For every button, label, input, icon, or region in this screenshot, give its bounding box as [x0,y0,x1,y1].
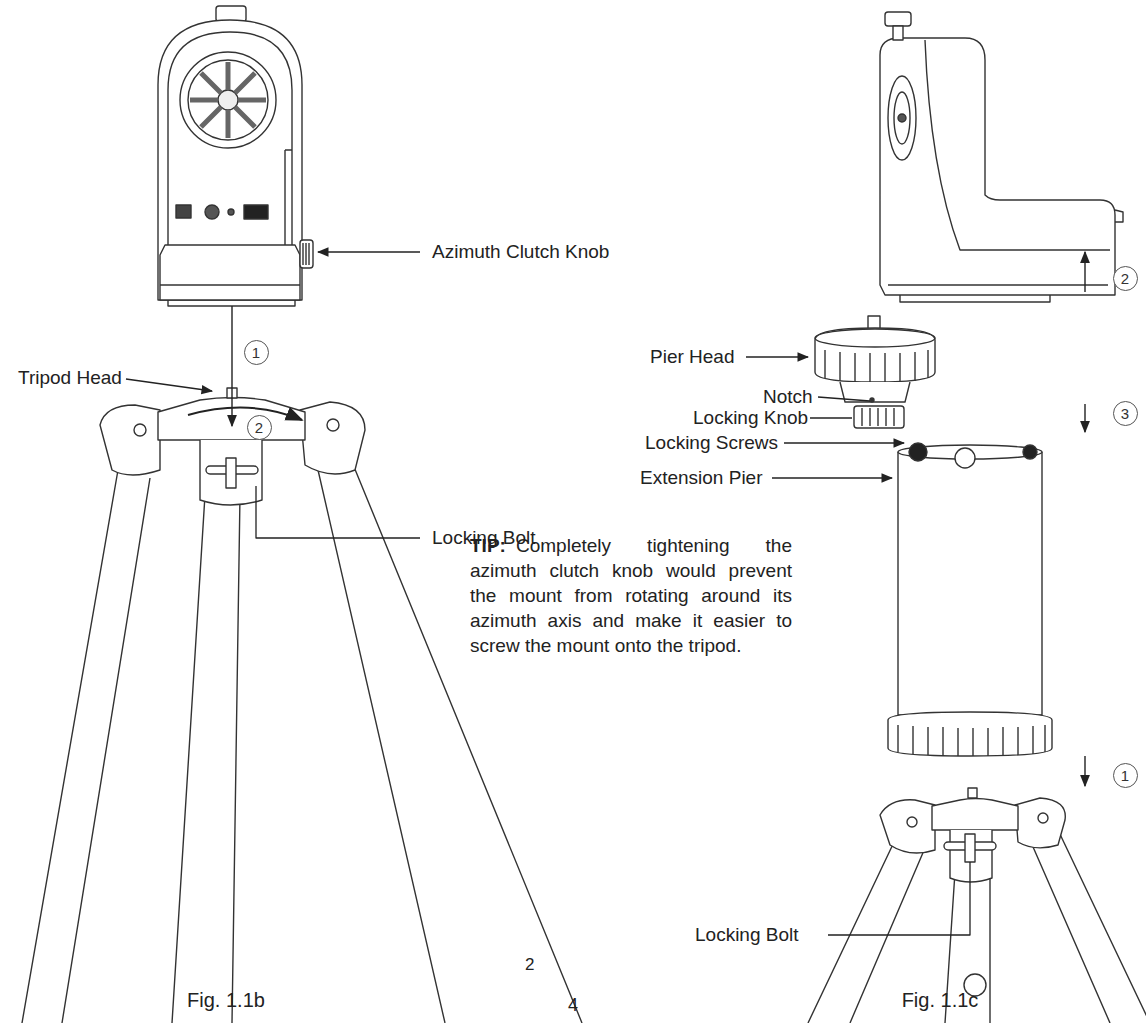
part-label: Locking Bolt [695,924,799,946]
callout-circle: 3 [1113,401,1138,426]
part-label: Azimuth Clutch Knob [432,241,609,263]
part-label: Notch [763,386,813,408]
mount-side [880,12,1123,302]
tripod-left [22,306,582,1023]
page-number: 2 [525,954,534,976]
part-label: Locking Screws [645,432,778,454]
callout-circle: 1 [244,340,269,365]
figure-caption: Fig. 1.1c [902,989,979,1011]
mount-front [158,6,313,306]
callout-number: 3 [1121,406,1129,421]
tip-note: Completely tightening the azimuth clutch… [470,533,792,658]
part-label: Extension Pier [640,467,763,489]
pier-assembly [815,316,1085,786]
callout-number: 1 [1121,768,1129,783]
leader-lines [126,252,970,935]
page-number: 4 [568,994,578,1016]
callout-number: 2 [1121,271,1129,286]
part-label: Locking Knob [693,407,808,429]
callout-number: 1 [252,345,260,360]
part-label: Tripod Head [18,367,122,389]
tip-note: TIP: [470,533,506,558]
figure-caption: Fig. 1.1b [187,989,265,1011]
part-label: Pier Head [650,346,735,368]
callout-number: 2 [255,420,263,435]
callout-circle: 2 [1113,266,1138,291]
callout-circle: 1 [1113,763,1138,788]
callout-circle: 2 [247,415,272,440]
tripod-right [808,788,1146,1023]
